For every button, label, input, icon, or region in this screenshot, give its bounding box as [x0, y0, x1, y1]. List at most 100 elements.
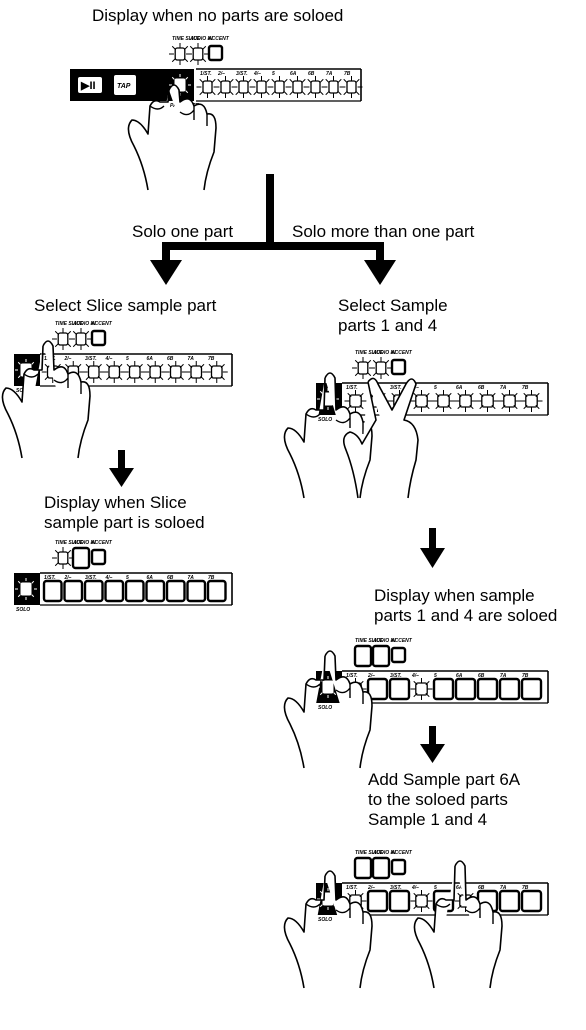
part-pad-2 [63, 579, 84, 603]
accent-button [90, 548, 107, 566]
pad-label-6: 6A [147, 575, 154, 581]
pad-label-5: 5 [434, 673, 437, 679]
tap-button [114, 75, 136, 95]
solo-label: SOLO [318, 917, 332, 923]
play-button-label: ▶II [80, 80, 96, 92]
part-pad-6 [286, 76, 309, 98]
top-button-label: TIME SLICE [355, 638, 384, 644]
part-pad-4 [104, 579, 125, 603]
pointing-hand-top [127, 84, 217, 191]
part-pad-1 [344, 390, 367, 412]
caption-select-sample-line1: Select Sample [338, 296, 448, 315]
part-pad-5 [124, 579, 145, 603]
pad-label-6: 6A [456, 885, 463, 891]
pad-label-5: 5 [126, 575, 129, 581]
pad-label-1: 1/ST. [44, 575, 56, 581]
audio-in-button [70, 328, 92, 350]
tap-button-label: TAP [117, 83, 131, 90]
part-pad-6 [454, 390, 477, 412]
solo-label: SOLO [16, 607, 30, 613]
pad-label-3: 3/ST. [85, 356, 97, 362]
top-button-label: AUDIO IN [372, 850, 396, 856]
top-button-label: AUDIO IN [72, 321, 96, 327]
part-pad-2 [366, 889, 389, 913]
time-slice-button [52, 328, 74, 350]
pointing-hand-sample-soloed [283, 650, 373, 769]
part-pad-3 [82, 361, 105, 383]
pad-label-2: 2/– [217, 71, 225, 77]
caption-add-part-line1: Add Sample part 6A [368, 770, 521, 789]
pad-label-1: 1/ST. [200, 71, 212, 77]
part-pad-6 [454, 677, 477, 701]
down-arrow-sample [420, 528, 445, 568]
part-pad-2 [366, 677, 389, 701]
time-slice-button [169, 43, 191, 65]
part-pad-9 [520, 390, 543, 412]
pad-label-3: 3/ST. [85, 575, 97, 581]
audio-in-button [371, 644, 391, 668]
accent-button [207, 44, 224, 62]
top-button-label: ACCENT [390, 350, 413, 356]
pad-label-9: 7B [522, 673, 529, 679]
part-pad-4 [410, 678, 433, 700]
caption-solo-one-part: Solo one part [132, 222, 234, 241]
part-pad-8 [498, 677, 521, 701]
part-pad-9 [520, 677, 543, 701]
part-pad-6 [145, 579, 166, 603]
pad-label-2: 2/– [64, 575, 72, 581]
time-slice-button [353, 856, 373, 880]
pad-label-8: 7A [188, 575, 195, 581]
pad-label-2: 2/– [64, 356, 72, 362]
pad-label-7: 6B [167, 356, 174, 362]
top-button-label: TIME SLICE [172, 36, 201, 42]
part-pad-8 [186, 579, 207, 603]
pad-label-6: 6A [290, 71, 297, 77]
play-button [78, 77, 102, 93]
audio-in-button [187, 43, 209, 65]
top-button-label: TIME SLICE [55, 540, 84, 546]
v-hand-sample-4 [342, 377, 419, 499]
part-pad-3 [232, 76, 255, 98]
pad-label-9: 7B [522, 885, 529, 891]
part-pad-9 [340, 76, 363, 98]
accent-button [90, 329, 107, 347]
pad-label-5: 5 [126, 356, 129, 362]
part-pad-3 [388, 889, 411, 913]
time-slice-button [52, 547, 74, 569]
caption-add-part-line3: Sample 1 and 4 [368, 810, 488, 829]
part-pad-6 [144, 361, 167, 383]
part-pad-4 [410, 890, 433, 912]
solo-label: SOLO [318, 705, 332, 711]
pad-label-4: 4/– [105, 356, 113, 362]
top-button-label: ACCENT [207, 36, 230, 42]
part-pad-1 [42, 579, 63, 603]
pointing-hand-slice [1, 340, 91, 459]
part-pad-2 [214, 76, 237, 98]
pad-label-2: 2/– [367, 673, 375, 679]
part-pad-9 [206, 579, 227, 603]
part-pad-7 [476, 677, 499, 701]
caption-select-slice: Select Slice sample part [34, 296, 217, 315]
branch-arrows [150, 174, 396, 285]
pad-label-9: 7B [208, 356, 215, 362]
pad-label-1: 1/ST. [346, 885, 358, 891]
top-button-label: TIME SLICE [55, 321, 84, 327]
top-button-label: AUDIO IN [372, 350, 396, 356]
part-pad-4 [410, 390, 433, 412]
top-button-label: ACCENT [90, 540, 113, 546]
pad-label-2: 2/– [367, 885, 375, 891]
time-slice-button [353, 644, 373, 668]
part-pad-5 [268, 76, 291, 98]
pad-label-8: 7A [500, 673, 507, 679]
audio-in-button [71, 546, 91, 570]
top-button-label: ACCENT [390, 850, 413, 856]
top-button-label: AUDIO IN [189, 36, 213, 42]
pad-label-9: 7B [208, 575, 215, 581]
part-pad-7 [165, 579, 186, 603]
solo-button [15, 578, 37, 600]
pointing-hand-add-6a [413, 860, 503, 989]
